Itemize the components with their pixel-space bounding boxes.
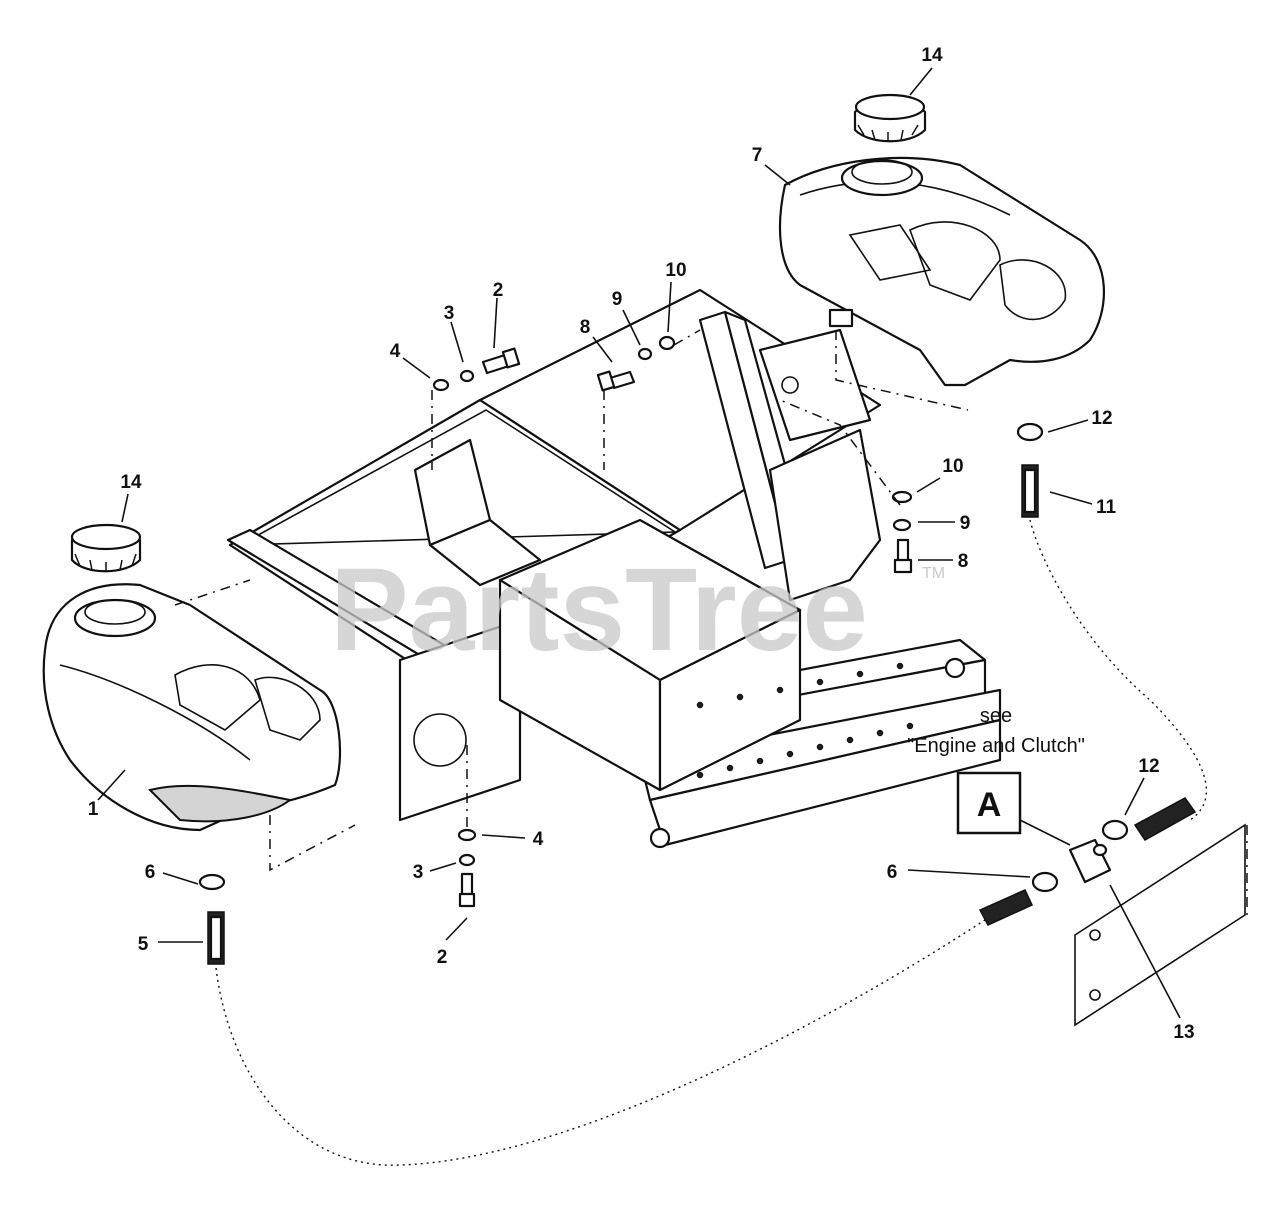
watermark-trademark: TM [922,565,945,582]
callout-3-upper: 3 [444,303,455,324]
hardware [198,335,1197,965]
fuel-tank-left [42,583,342,832]
callout-8-right: 8 [958,551,969,572]
reference-box-letter: A [977,786,1002,824]
reference-see-label: see [980,705,1012,727]
fuel-tank-right [778,156,1105,387]
callouts: 14 7 2 3 4 10 9 8 12 11 10 9 8 14 1 4 3 … [88,45,1195,1043]
callout-7: 7 [752,145,763,166]
callout-10-right: 10 [942,456,963,477]
callout-6-right: 6 [887,862,898,883]
callout-4-upper: 4 [390,341,401,362]
callout-13: 13 [1173,1022,1194,1043]
watermark-text: PartsTree [330,544,868,676]
callout-1: 1 [88,799,99,820]
callout-5: 5 [138,934,149,955]
callout-3-lower: 3 [413,862,424,883]
callout-4-lower: 4 [533,829,544,850]
callout-11: 11 [1096,497,1117,518]
reference-box [956,771,1022,835]
mower-frame [226,288,1002,849]
fuel-cap-upper [853,93,927,143]
assembly-lines [174,329,1248,1166]
callout-2-upper: 2 [493,280,504,301]
callout-12-upper: 12 [1091,408,1112,429]
callout-14-left: 14 [120,472,142,493]
callout-9-upper: 9 [612,289,623,310]
callout-8-upper: 8 [580,317,591,338]
callout-14-upper: 14 [921,45,943,66]
callout-6-left: 6 [145,862,156,883]
callout-10-upper: 10 [665,260,686,281]
fuel-cap-left [70,523,142,573]
callout-12-lower: 12 [1138,756,1159,777]
mounting-bracket [1074,823,1246,1027]
callout-2-lower: 2 [437,947,448,968]
leader-lines [97,67,1181,1019]
reference-section-label: "Engine and Clutch" [907,735,1085,757]
callout-9-right: 9 [960,513,971,534]
frame-holes [696,662,914,779]
